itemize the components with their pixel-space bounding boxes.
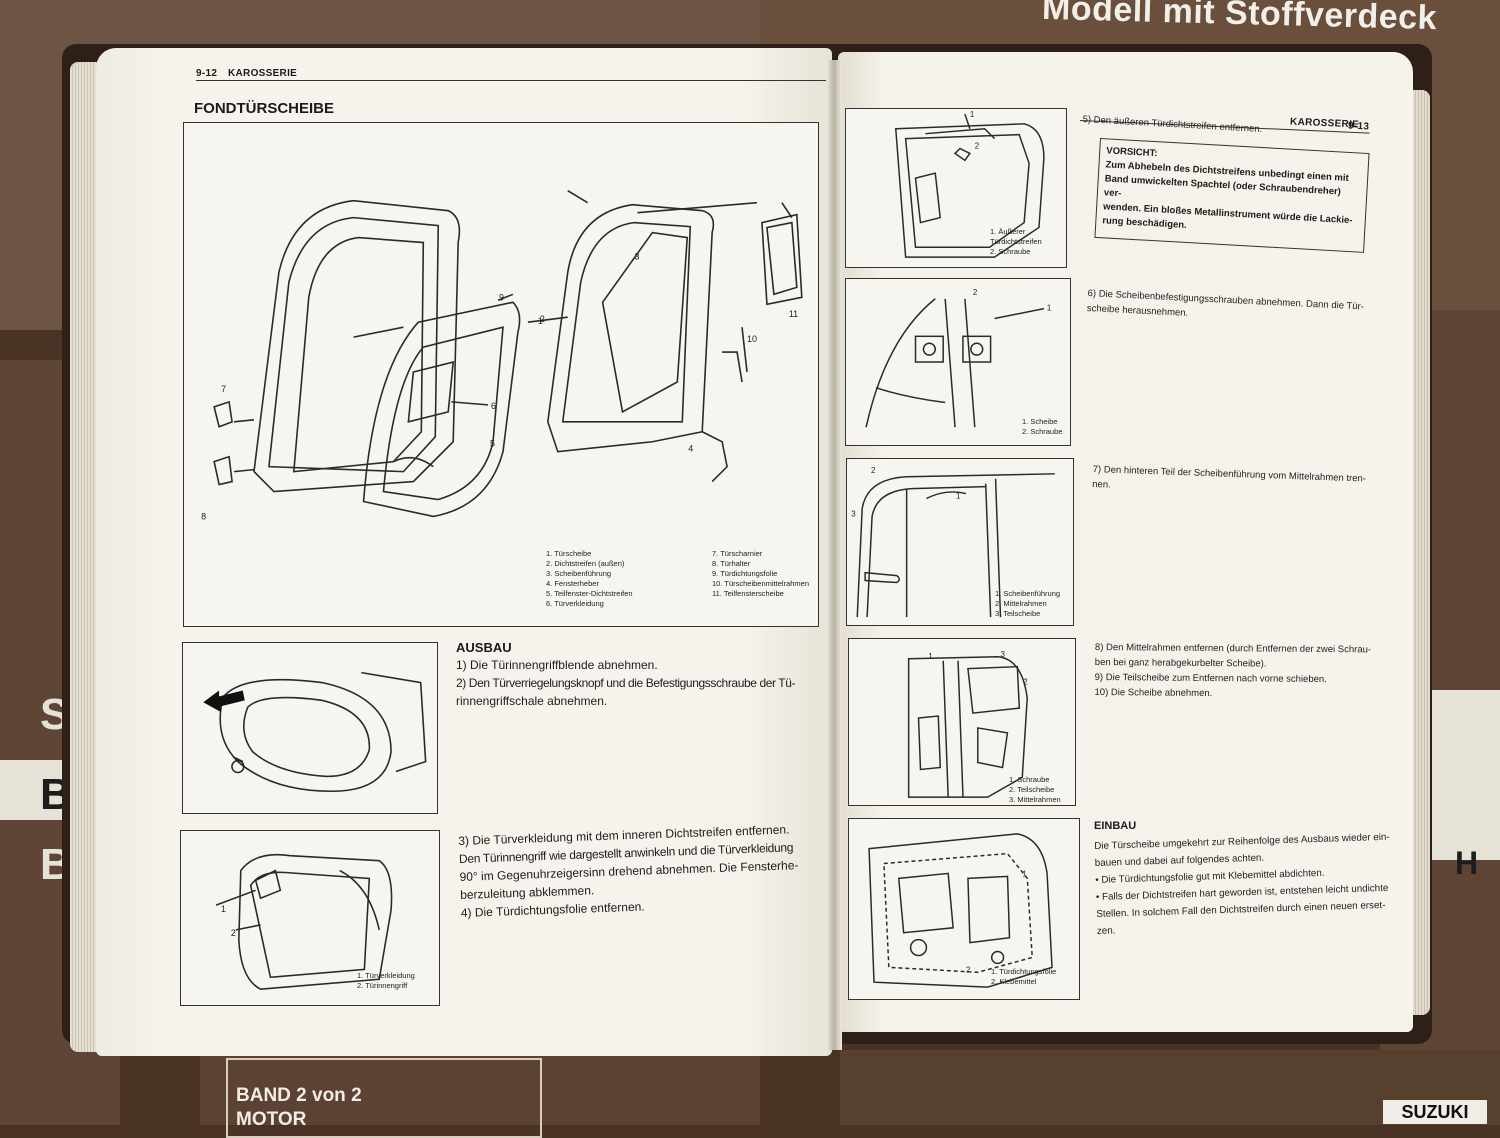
exploded-door-diagram: 1 2 3 4 5 6 7 8 9 10 11 1. Türscheibe 2.… — [183, 122, 819, 627]
glass-bolt-drawing: 1 2 — [865, 288, 1051, 428]
book-gutter — [826, 60, 842, 1050]
ausbau-steps: 1) Die Türinnengriffblende abnehmen. 2) … — [456, 656, 796, 710]
door-trim-drawing: 1 2 — [215, 853, 393, 990]
callout: 3 — [1001, 650, 1006, 659]
einbau-heading: EINBAU — [1094, 820, 1137, 832]
callout: 3 — [851, 509, 856, 518]
callout: 1 — [221, 904, 226, 914]
callout: 4 — [688, 444, 693, 454]
caption-line: 2. Mittelrahmen — [995, 599, 1047, 608]
door-drawing: 1 2 3 4 5 6 7 8 9 10 11 — [201, 190, 803, 521]
figure-caption: 1. Scheibenführung 2. Mittelrahmen 3. Te… — [995, 589, 1060, 619]
header-rule — [196, 80, 826, 81]
caption-line: Türdichtstreifen — [990, 237, 1042, 246]
ausbau-heading: AUSBAU — [456, 640, 512, 655]
figure-caption: 1. Scheibe 2. Schraube — [1022, 417, 1062, 437]
glass-guide-drawing: 1 2 3 — [851, 466, 1055, 618]
cover-letter: H — [1455, 845, 1479, 881]
door-trim-figure: 1 2 1. Türverkleidung 2. Türinnengriff — [180, 830, 440, 1006]
figure-caption: 1. Türdichtungsfolie 2. Klebemittel — [991, 967, 1056, 987]
callout: 8 — [201, 511, 206, 521]
page-number: 9-13 — [1347, 120, 1370, 133]
callout: 1 — [538, 316, 543, 326]
door-film-drawing: 1 2 — [868, 833, 1053, 988]
door-handle-figure — [182, 642, 438, 814]
legend-item: 4. Fensterheber — [546, 579, 599, 588]
figure-caption: 1. Türverkleidung 2. Türinnengriff — [357, 971, 415, 991]
step-text: rinnengriffschale abnehmen. — [456, 694, 608, 708]
caption-line: 2. Klebemittel — [991, 977, 1037, 986]
callout: 2 — [1023, 677, 1027, 686]
legend-item: 1. Türscheibe — [546, 549, 592, 558]
callout: 1 — [928, 652, 932, 661]
legend-item: 8. Türhalter — [712, 559, 751, 568]
callout: 1 — [970, 110, 974, 119]
figure-caption: 1. Schraube 2. Teilscheibe 3. Mittelrahm… — [1009, 775, 1061, 805]
caption-line: 3. Teilscheibe — [995, 609, 1041, 618]
steps-3-4: 3) Die Türverkleidung mit dem inneren Di… — [458, 820, 800, 922]
step-text: 2) Den Türverriegelungsknopf und die Bef… — [456, 676, 796, 690]
right-figure-2: 1 2 1. Scheibe 2. Schraube — [845, 278, 1071, 446]
legend-item: 11. Teilfensterscheibe — [712, 589, 784, 598]
legend-item: 7. Türscharnier — [712, 549, 763, 558]
brand-logo: SUZUKI — [1383, 1100, 1487, 1124]
callout: 1 — [1047, 304, 1051, 313]
step-text: 1) Die Türinnengriffblende abnehmen. — [456, 658, 658, 672]
callout: 2 — [540, 314, 545, 324]
legend-item: 9. Türdichtungsfolie — [712, 569, 778, 578]
door-handle-drawing — [203, 671, 427, 793]
callout: 6 — [491, 401, 496, 411]
section-title: FONDTÜRSCHEIBE — [194, 100, 335, 117]
callout: 9 — [499, 292, 504, 302]
figure-caption: 1. Äußerer Türdichtstreifen 2. Schraube — [990, 227, 1042, 257]
steps-8-10: 8) Den Mittelrahmen entfernen (durch Ent… — [1094, 640, 1371, 702]
caption-line: 1. Schraube — [1009, 775, 1050, 784]
right-figure-3: 1 2 3 1. Scheibenführung 2. Mittelrahmen… — [846, 458, 1074, 626]
callout: 7 — [221, 384, 226, 394]
caption-line: 1. Scheibenführung — [995, 589, 1061, 598]
legend-item: 5. Teilfenster-Dichtstreifen — [546, 589, 633, 598]
band-line: MOTOR — [236, 1109, 307, 1130]
step-text: 10) Die Scheibe abnehmen. — [1094, 686, 1213, 700]
right-figure-4: 1 2 3 1. Schraube 2. Teilscheibe 3. Mitt… — [848, 638, 1076, 806]
caption-line: 2. Schraube — [1022, 427, 1063, 436]
einbau-text: Die Türscheibe umgekehrt zur Reihenfolge… — [1094, 829, 1393, 940]
legend-item: 6. Türverkleidung — [546, 599, 604, 608]
legend-item: 10. Türscheibenmittelrahmen — [712, 579, 809, 588]
caption-line: 2. Teilscheibe — [1009, 785, 1055, 794]
right-figure-5: 1 2 1. Türdichtungsfolie 2. Klebemittel — [848, 818, 1080, 1000]
callout: 3 — [634, 251, 639, 261]
caption-line: 2. Türinnengriff — [357, 981, 408, 990]
band-label: BAND 2 von 2 MOTOR — [226, 1058, 542, 1138]
legend-item: 3. Scheibenführung — [546, 569, 612, 578]
caption-line: 1. Türdichtungsfolie — [991, 967, 1057, 976]
callout: 2 — [871, 466, 875, 475]
caption-line: 1. Türverkleidung — [357, 971, 415, 980]
callout: 11 — [789, 309, 798, 319]
caption-line: 1. Äußerer — [990, 227, 1026, 236]
callout: 1 — [1022, 869, 1027, 878]
figure-legend-right: 7. Türscharnier 8. Türhalter 9. Türdicht… — [712, 549, 809, 599]
center-frame-drawing: 1 2 3 — [907, 650, 1028, 798]
callout: 10 — [747, 334, 757, 344]
caption-line: 3. Mittelrahmen — [1009, 795, 1061, 804]
callout: 2 — [966, 965, 970, 974]
legend-item: 2. Dichtstreifen (außen) — [546, 559, 625, 568]
cover-label-strip — [0, 760, 70, 820]
callout: 5 — [490, 439, 495, 449]
page-number: 9-12 — [196, 68, 218, 79]
caution-box: VORSICHT: Zum Abhebeln des Dichtstreifen… — [1094, 138, 1370, 253]
cover-label-strip — [1430, 690, 1500, 860]
figure-legend-left: 1. Türscheibe 2. Dichtstreifen (außen) 3… — [546, 549, 633, 609]
caption-line: 2. Schraube — [990, 247, 1031, 256]
band-line: BAND 2 von 2 — [236, 1085, 362, 1106]
door-seal-drawing: 1 2 — [894, 110, 1045, 258]
chapter-header: KAROSSERIE — [228, 68, 298, 79]
caption-line: 1. Scheibe — [1022, 417, 1058, 426]
right-figure-1: 1 2 1. Äußerer Türdichtstreifen 2. Schra… — [845, 108, 1067, 268]
callout: 1 — [956, 492, 960, 501]
callout: 2 — [231, 928, 236, 938]
callout: 2 — [975, 142, 979, 151]
callout: 2 — [973, 288, 977, 297]
